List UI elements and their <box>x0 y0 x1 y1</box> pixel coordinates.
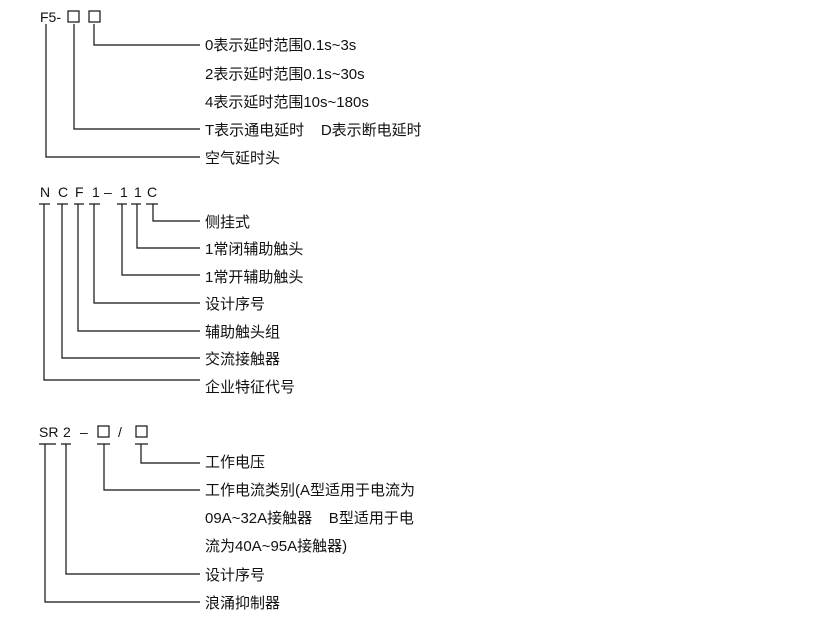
ncf-desc-no-contact: 1常开辅助触头 <box>205 269 303 286</box>
sr-desc-design-no: 设计序号 <box>205 567 265 584</box>
f5-desc-range-0: 0表示延时范围0.1s~3s <box>205 37 356 54</box>
f5-desc-delay-type: T表示通电延时 D表示断电延时 <box>205 122 422 139</box>
ncf-code-char-n: N <box>40 184 50 200</box>
ncf-code-char-f: F <box>75 184 84 200</box>
sr-desc-current-type-2: 09A~32A接触器 B型适用于电 <box>205 510 414 527</box>
sr-code-dash: – <box>80 424 88 440</box>
f5-code-box-1 <box>67 10 80 23</box>
ncf-code-char-1: 1 <box>92 184 100 200</box>
f5-leader-air-delay-head <box>45 24 200 158</box>
sr-code-box-1 <box>97 425 110 438</box>
f5-desc-range-4: 4表示延时范围10s~180s <box>205 94 369 111</box>
sr-desc-surge-suppressor: 浪涌抑制器 <box>205 595 280 612</box>
ncf-leader-no-contact <box>121 204 200 276</box>
ncf-leader-ac-contactor <box>61 204 200 359</box>
f5-leader-delay-range <box>93 24 200 46</box>
ncf-leader-design-no <box>93 204 200 304</box>
ncf-leader-aux-group <box>77 204 200 332</box>
ncf-desc-side-mount: 侧挂式 <box>205 214 250 231</box>
sr-leader-current-type <box>103 444 200 491</box>
ncf-code-char-c: C <box>58 184 68 200</box>
ncf-desc-company-code: 企业特征代号 <box>205 378 295 396</box>
sr-desc-current-type-1: 工作电流类别(A型适用于电流为 <box>205 482 415 499</box>
sr-desc-voltage: 工作电压 <box>205 454 265 471</box>
f5-model-block: F5- 0表示延时范围0.1s~3s 2表示延时范围0.1s~30s 4表示延时… <box>40 9 422 167</box>
sr-code-slash: / <box>118 424 122 440</box>
ncf-leader-side-mount <box>152 204 200 222</box>
f5-code-box-2 <box>88 10 101 23</box>
ncf-code-char-1c: 1 <box>134 184 142 200</box>
ncf-model-block: N C F 1 – 1 1 C 侧挂式 1常闭辅助触头 1常开辅助触头 设计序号… <box>39 184 303 396</box>
sr-code-box-2 <box>135 425 148 438</box>
sr-desc-current-type-3: 流为40A~95A接触器) <box>205 538 347 555</box>
ncf-desc-nc-contact: 1常闭辅助触头 <box>205 241 303 258</box>
ncf-desc-aux-group: 辅助触头组 <box>205 324 280 341</box>
f5-code-prefix: F5- <box>40 9 61 25</box>
sr-leader-surge-suppressor <box>44 444 200 603</box>
ncf-desc-design-no: 设计序号 <box>205 296 265 313</box>
f5-desc-range-2: 2表示延时范围0.1s~30s <box>205 66 365 83</box>
f5-leader-delay-type <box>73 24 200 130</box>
ncf-code-char-1b: 1 <box>120 184 128 200</box>
sr-code-2: 2 <box>63 424 71 440</box>
sr-leader-voltage <box>140 444 200 464</box>
ncf-leader-company-code <box>43 204 200 381</box>
ncf-desc-ac-contactor: 交流接触器 <box>205 350 280 368</box>
ncf-code-dash: – <box>104 184 112 200</box>
ncf-leader-nc-contact <box>136 204 200 249</box>
sr-code-sr: SR <box>39 424 58 440</box>
ncf-code-char-c2: C <box>147 184 157 200</box>
sr-model-block: SR 2 – / 工作电压 工作电流类别(A型适用于电流为 09A~32A接触器… <box>39 424 415 612</box>
sr-leader-design-no <box>65 444 200 575</box>
f5-desc-air-delay-head: 空气延时头 <box>205 150 280 167</box>
